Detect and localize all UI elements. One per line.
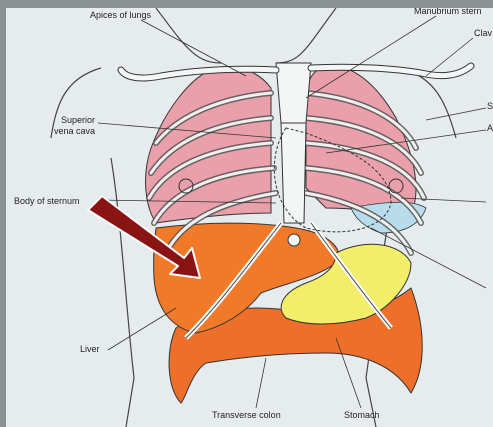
thorax-abdomen-drawing — [6, 8, 493, 427]
xiphoid-process — [288, 234, 300, 246]
label-body-of-sternum: Body of sternum — [14, 196, 80, 207]
label-manubrium: Manubrium stern — [414, 8, 482, 17]
label-superior-vena-cava-2: vena cava — [54, 126, 95, 137]
label-right-s: S — [487, 101, 493, 112]
label-right-a: A — [487, 123, 493, 134]
anatomy-illustration: Apices of lungs Manubrium stern Clav Sup… — [6, 8, 493, 427]
label-transverse-colon: Transverse colon — [212, 410, 281, 421]
neck-outline — [156, 8, 336, 63]
label-liver: Liver — [80, 344, 100, 355]
sternum-body — [281, 123, 306, 223]
label-stomach: Stomach — [344, 410, 380, 421]
manubrium — [276, 63, 311, 123]
label-superior-vena-cava-1: Superior — [61, 115, 95, 126]
label-apices-of-lungs: Apices of lungs — [90, 10, 151, 21]
label-clavicle: Clav — [474, 28, 492, 39]
